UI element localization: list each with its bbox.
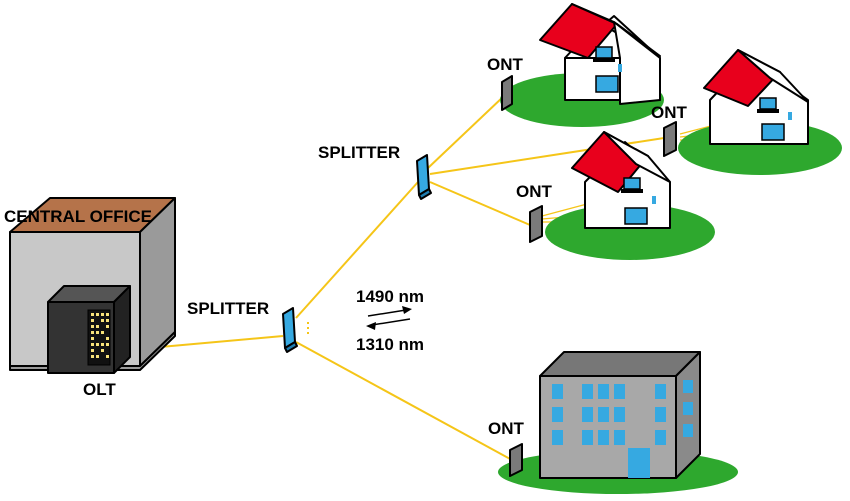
- house-icon: [500, 3, 664, 127]
- fiber-splitter-to-splitter: [295, 181, 419, 319]
- splitter-main-label: SPLITTER: [187, 299, 269, 318]
- fiber-splitter-to-building-ont: [295, 341, 513, 461]
- ont-icon: [501, 75, 513, 111]
- splitter-icon: [282, 307, 309, 353]
- house-icon: [678, 49, 842, 175]
- ont-icon: [663, 121, 677, 157]
- office-building-icon: [498, 351, 738, 494]
- ont-middle-label: ONT: [516, 182, 553, 201]
- ont-icon: [509, 443, 523, 477]
- wavelength-downstream-label: 1490 nm: [356, 287, 424, 306]
- arrow-right-icon: [367, 306, 412, 317]
- fiber-to-ont-middle: [429, 181, 531, 226]
- wavelength-upstream-label: 1310 nm: [356, 335, 424, 354]
- house-icon: [545, 131, 715, 260]
- ont-icon: [529, 205, 543, 243]
- arrow-left-icon: [366, 318, 411, 330]
- ont-right-label: ONT: [651, 103, 688, 122]
- central-office-label: CENTRAL OFFICE: [4, 207, 152, 226]
- olt-icon: [47, 285, 131, 374]
- central-office-icon: [9, 197, 176, 374]
- fiber-to-ont-top: [427, 95, 505, 169]
- ont-building-label: ONT: [488, 419, 525, 438]
- ont-top-label: ONT: [487, 55, 524, 74]
- olt-label: OLT: [83, 380, 116, 399]
- splitter-icon: [416, 154, 432, 200]
- splitter-secondary-label: SPLITTER: [318, 143, 400, 162]
